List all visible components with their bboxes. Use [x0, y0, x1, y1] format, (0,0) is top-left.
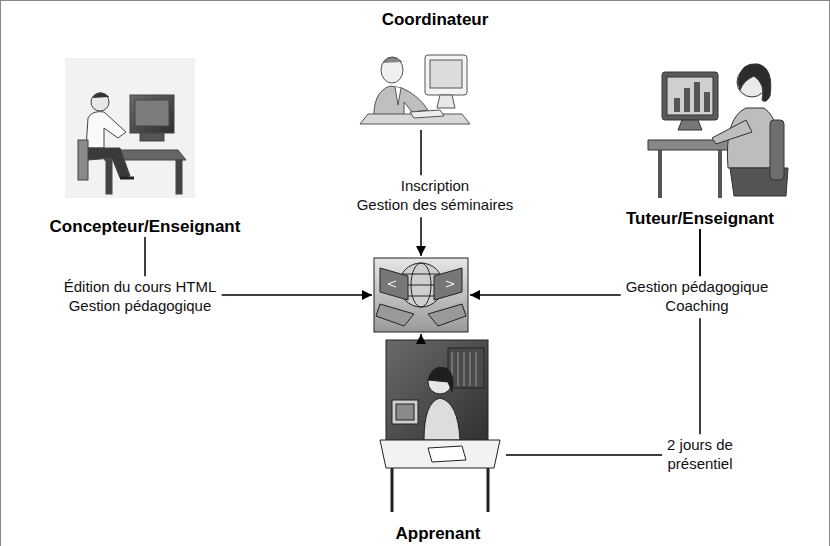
learner-figure: [380, 340, 500, 512]
frame-line: [829, 0, 830, 546]
designer-figure: [65, 58, 195, 198]
platform-icon: [374, 258, 468, 332]
edge-label: Inscription Gestion des séminaires: [352, 175, 519, 217]
edge-label: 2 jours de présentiel: [662, 434, 738, 476]
frame-line: [0, 0, 1, 546]
actor-node: Concepteur/Enseignant: [20, 55, 270, 237]
connector-arrow: [506, 229, 700, 455]
platform-node: [372, 256, 470, 334]
actor-name: Tuteur/Enseignant: [626, 209, 774, 229]
actor-node: Apprenant: [370, 336, 506, 544]
actor-name: Concepteur/Enseignant: [50, 217, 241, 237]
coordinator-figure: [360, 55, 470, 124]
actor-node: Coordinateur: [345, 10, 525, 130]
edge-label: Gestion pédagogique Coaching: [621, 276, 774, 318]
tutor-figure: [648, 64, 788, 198]
edge-label: Édition du cours HTML Gestion pédagogiqu…: [59, 276, 222, 318]
actor-name: Coordinateur: [382, 10, 489, 30]
actor-name: Apprenant: [396, 524, 481, 544]
connector-arrow: [420, 334, 422, 336]
actor-node: Tuteur/Enseignant: [600, 55, 800, 229]
frame-line: [1, 0, 830, 1]
